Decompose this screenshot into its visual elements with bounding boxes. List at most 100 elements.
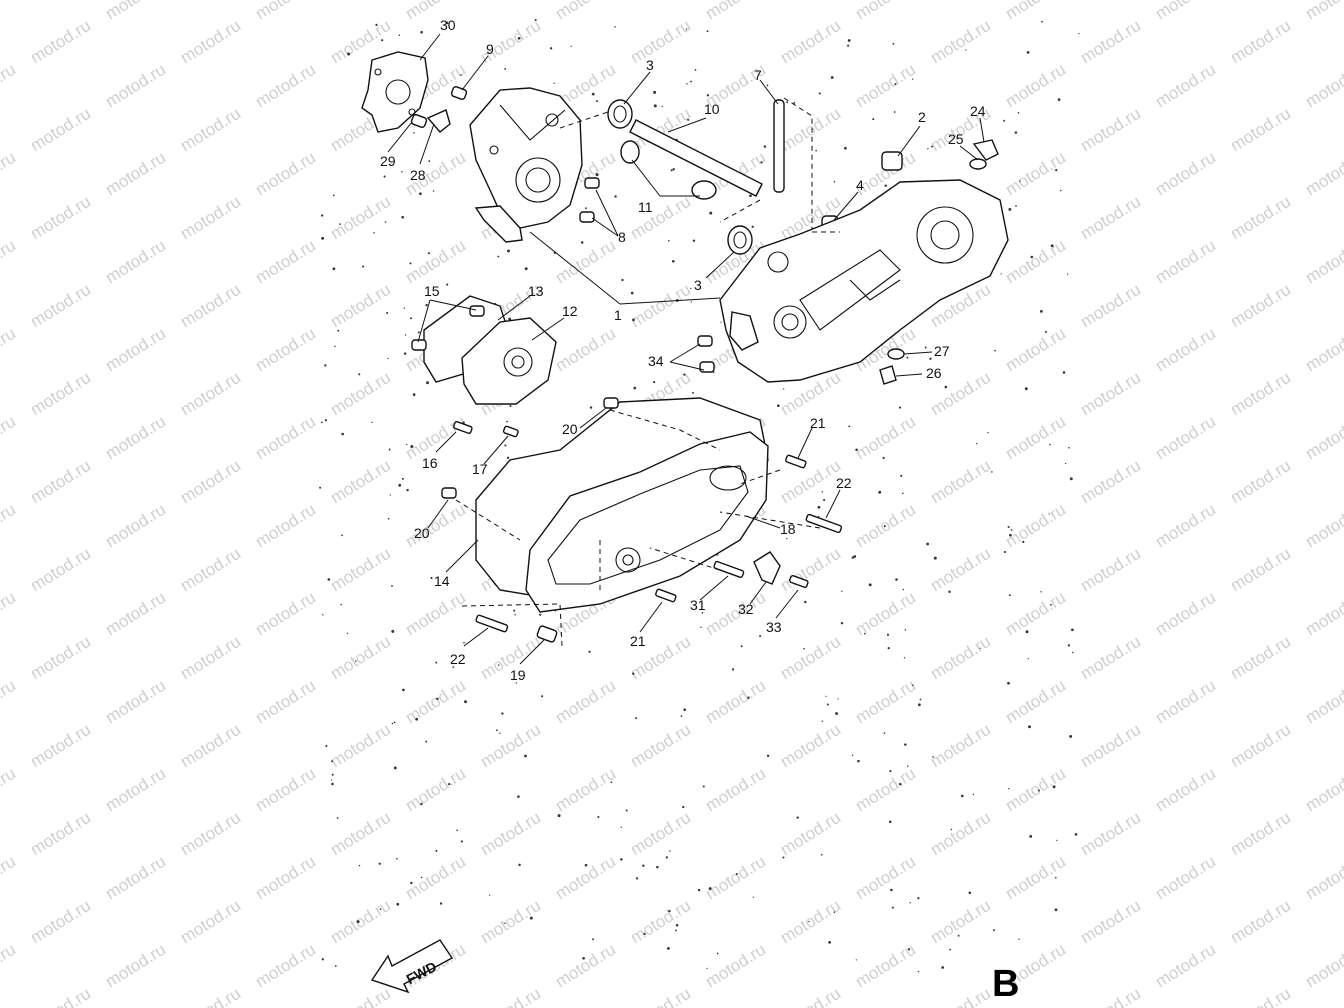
watermark-text: motod.ru	[402, 764, 469, 816]
speckle-dot	[672, 168, 675, 171]
speckle-dot	[439, 902, 443, 905]
speckle-dot	[702, 785, 705, 788]
speckle-dot	[425, 303, 428, 307]
watermark-text: motod.ru	[1227, 544, 1294, 596]
speckle-dot	[1072, 651, 1074, 654]
speckle-dot	[760, 161, 763, 164]
watermark-text: motod.ru	[1077, 192, 1144, 244]
speckle-dot	[387, 357, 389, 360]
speckle-dot	[340, 603, 342, 606]
speckle-dot	[777, 404, 780, 407]
speckle-dot	[332, 194, 335, 197]
watermark-text: motod.ru	[552, 852, 619, 904]
watermark-text: motod.ru	[327, 280, 394, 332]
speckle-dot	[413, 132, 415, 134]
speckle-dot	[1071, 628, 1074, 632]
speckle-dot	[720, 321, 722, 323]
small-parts-right	[821, 139, 999, 235]
speckle-dot	[706, 967, 708, 970]
speckle-dot	[557, 814, 561, 818]
watermark-text: motod.ru	[327, 896, 394, 948]
watermark-text: motod.ru	[552, 236, 619, 288]
watermark-text: motod.ru	[102, 588, 169, 640]
speckle-dot	[889, 770, 892, 773]
watermark-text: motod.ru	[177, 808, 244, 860]
callout-29: 29	[380, 153, 396, 169]
watermark-text: motod.ru	[702, 940, 769, 992]
speckle-dot	[319, 486, 322, 489]
speckle-dot	[653, 90, 657, 94]
speckle-dot	[740, 645, 743, 648]
speckle-dot	[708, 887, 712, 891]
speckle-dot	[694, 69, 697, 71]
speckle-dot	[589, 406, 593, 409]
speckle-dot	[941, 966, 945, 969]
watermark-text: motod.ru	[252, 940, 319, 992]
speckle-dot	[330, 779, 333, 781]
speckle-dot	[994, 349, 996, 352]
speckle-dot	[1068, 446, 1070, 449]
speckle-dot	[1037, 789, 1040, 792]
speckle-dot	[1028, 725, 1031, 729]
speckle-dot	[1015, 205, 1017, 207]
callout-15: 15	[424, 283, 440, 299]
speckle-dot	[489, 894, 491, 896]
speckle-dot	[835, 712, 839, 715]
speckle-dot	[448, 782, 451, 786]
speckle-dot	[415, 717, 419, 721]
speckle-dot	[504, 67, 507, 70]
construction-dashes	[455, 111, 840, 647]
speckle-dot	[891, 906, 894, 909]
speckle-dot	[632, 318, 635, 322]
callout-28: 28	[410, 167, 426, 183]
speckle-dot	[541, 695, 544, 698]
speckle-dot	[456, 829, 458, 832]
watermark-text: motod.ru	[927, 720, 994, 772]
speckle-dot	[1022, 540, 1025, 544]
watermark-text: motod.ru	[1077, 720, 1144, 772]
speckle-dot	[855, 448, 858, 452]
speckle-dot	[1044, 330, 1047, 333]
watermark-text: motod.ru	[702, 852, 769, 904]
speckle-dot	[890, 888, 893, 892]
speckle-dot	[584, 863, 588, 867]
speckle-dot	[463, 641, 465, 644]
speckle-dot	[906, 356, 909, 359]
crankcase-half-upper-drawing	[469, 87, 583, 243]
speckle-dot	[373, 232, 375, 234]
callout-11: 11	[638, 199, 653, 215]
speckle-dot	[404, 334, 407, 336]
speckle-dot	[620, 826, 622, 828]
watermark-text: motod.ru	[1152, 940, 1219, 992]
speckle-dot	[898, 406, 902, 409]
speckle-dot	[833, 911, 836, 913]
speckle-dot	[818, 92, 821, 95]
watermark-text: motod.ru	[102, 236, 169, 288]
speckle-dot	[902, 588, 905, 591]
speckle-dot	[855, 959, 857, 961]
speckle-dot	[1066, 273, 1069, 275]
speckle-dot	[1007, 681, 1010, 685]
speckle-dot	[894, 83, 897, 85]
callout-19: 19	[510, 667, 526, 683]
watermark-text: motod.ru	[702, 676, 769, 728]
watermark-text: motod.ru	[702, 0, 769, 23]
speckle-dot	[653, 104, 657, 108]
watermark-text: motod.ru	[1302, 60, 1344, 112]
watermark-text: motod.ru	[177, 368, 244, 420]
speckle-dot	[1052, 785, 1056, 789]
callout-1: 1	[614, 307, 622, 323]
speckle-dot	[1067, 644, 1071, 647]
speckle-dot	[878, 490, 882, 494]
speckle-dot	[927, 148, 929, 150]
speckle-dot	[898, 782, 902, 786]
speckle-dot	[509, 404, 512, 408]
speckle-dot	[324, 364, 327, 367]
watermark-text: motod.ru	[402, 236, 469, 288]
watermark-text: motod.ru	[1227, 720, 1294, 772]
speckle-dot	[692, 239, 696, 242]
speckle-dot	[919, 698, 922, 701]
speckle-dot	[803, 647, 805, 650]
callout-34: 34	[648, 353, 664, 369]
watermark-text: motod.ru	[552, 676, 619, 728]
